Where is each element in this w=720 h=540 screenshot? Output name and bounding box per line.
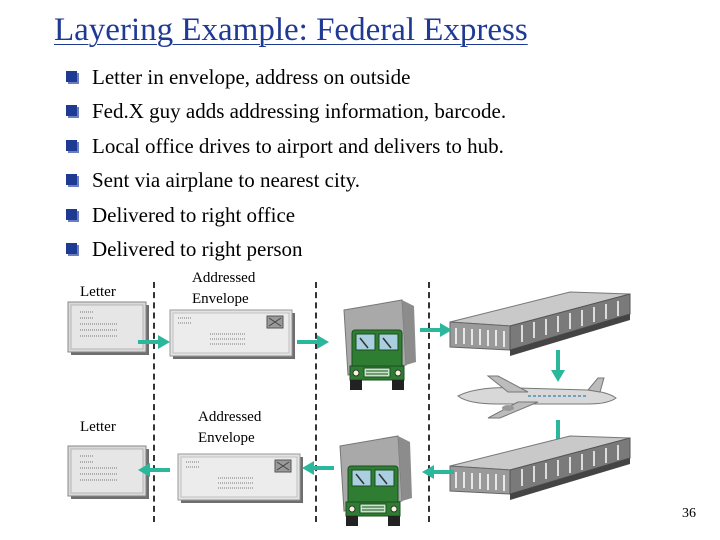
arrow-icon (136, 461, 172, 479)
top-airport-building-icon (449, 291, 631, 357)
layer-divider (153, 282, 155, 522)
bullet-item: Letter in envelope, address on outside (66, 60, 506, 95)
bottom-letter-label: Letter (80, 419, 116, 435)
arrow-icon (295, 333, 331, 351)
bottom-airport-building-icon (449, 435, 631, 501)
bullet-box-icon (66, 139, 77, 151)
arrow-icon (136, 333, 172, 351)
bullet-box-icon (66, 174, 77, 186)
top-envelope-icon (169, 309, 296, 360)
bullet-item: Sent via airplane to nearest city. (66, 164, 506, 199)
layer-divider (315, 282, 317, 522)
top-envelope-label: Addressed Envelope (192, 270, 256, 307)
slide-title: Layering Example: Federal Express (54, 12, 528, 48)
page-number: 36 (682, 506, 696, 521)
bullet-item: Fed.X guy adds addressing information, b… (66, 95, 506, 130)
bullet-box-icon (66, 243, 77, 255)
top-letter-label: Letter (80, 284, 116, 300)
bullet-box-icon (66, 70, 77, 82)
bottom-envelope-icon (177, 453, 304, 504)
airplane-icon (457, 375, 617, 419)
bullet-item: Local office drives to airport and deliv… (66, 129, 506, 164)
bullet-box-icon (66, 105, 77, 117)
arrow-icon (300, 459, 336, 477)
bottom-envelope-label: Addressed Envelope (198, 409, 262, 446)
bottom-truck-icon (339, 435, 413, 527)
bullet-item: Delivered to right person (66, 233, 506, 268)
bullet-box-icon (66, 208, 77, 220)
arrow-icon (418, 321, 454, 339)
top-truck-icon (343, 299, 417, 391)
bullet-item: Delivered to right office (66, 198, 506, 233)
layer-divider (428, 282, 430, 522)
bullet-list: Letter in envelope, address on outside F… (66, 60, 506, 267)
arrow-icon (420, 463, 456, 481)
